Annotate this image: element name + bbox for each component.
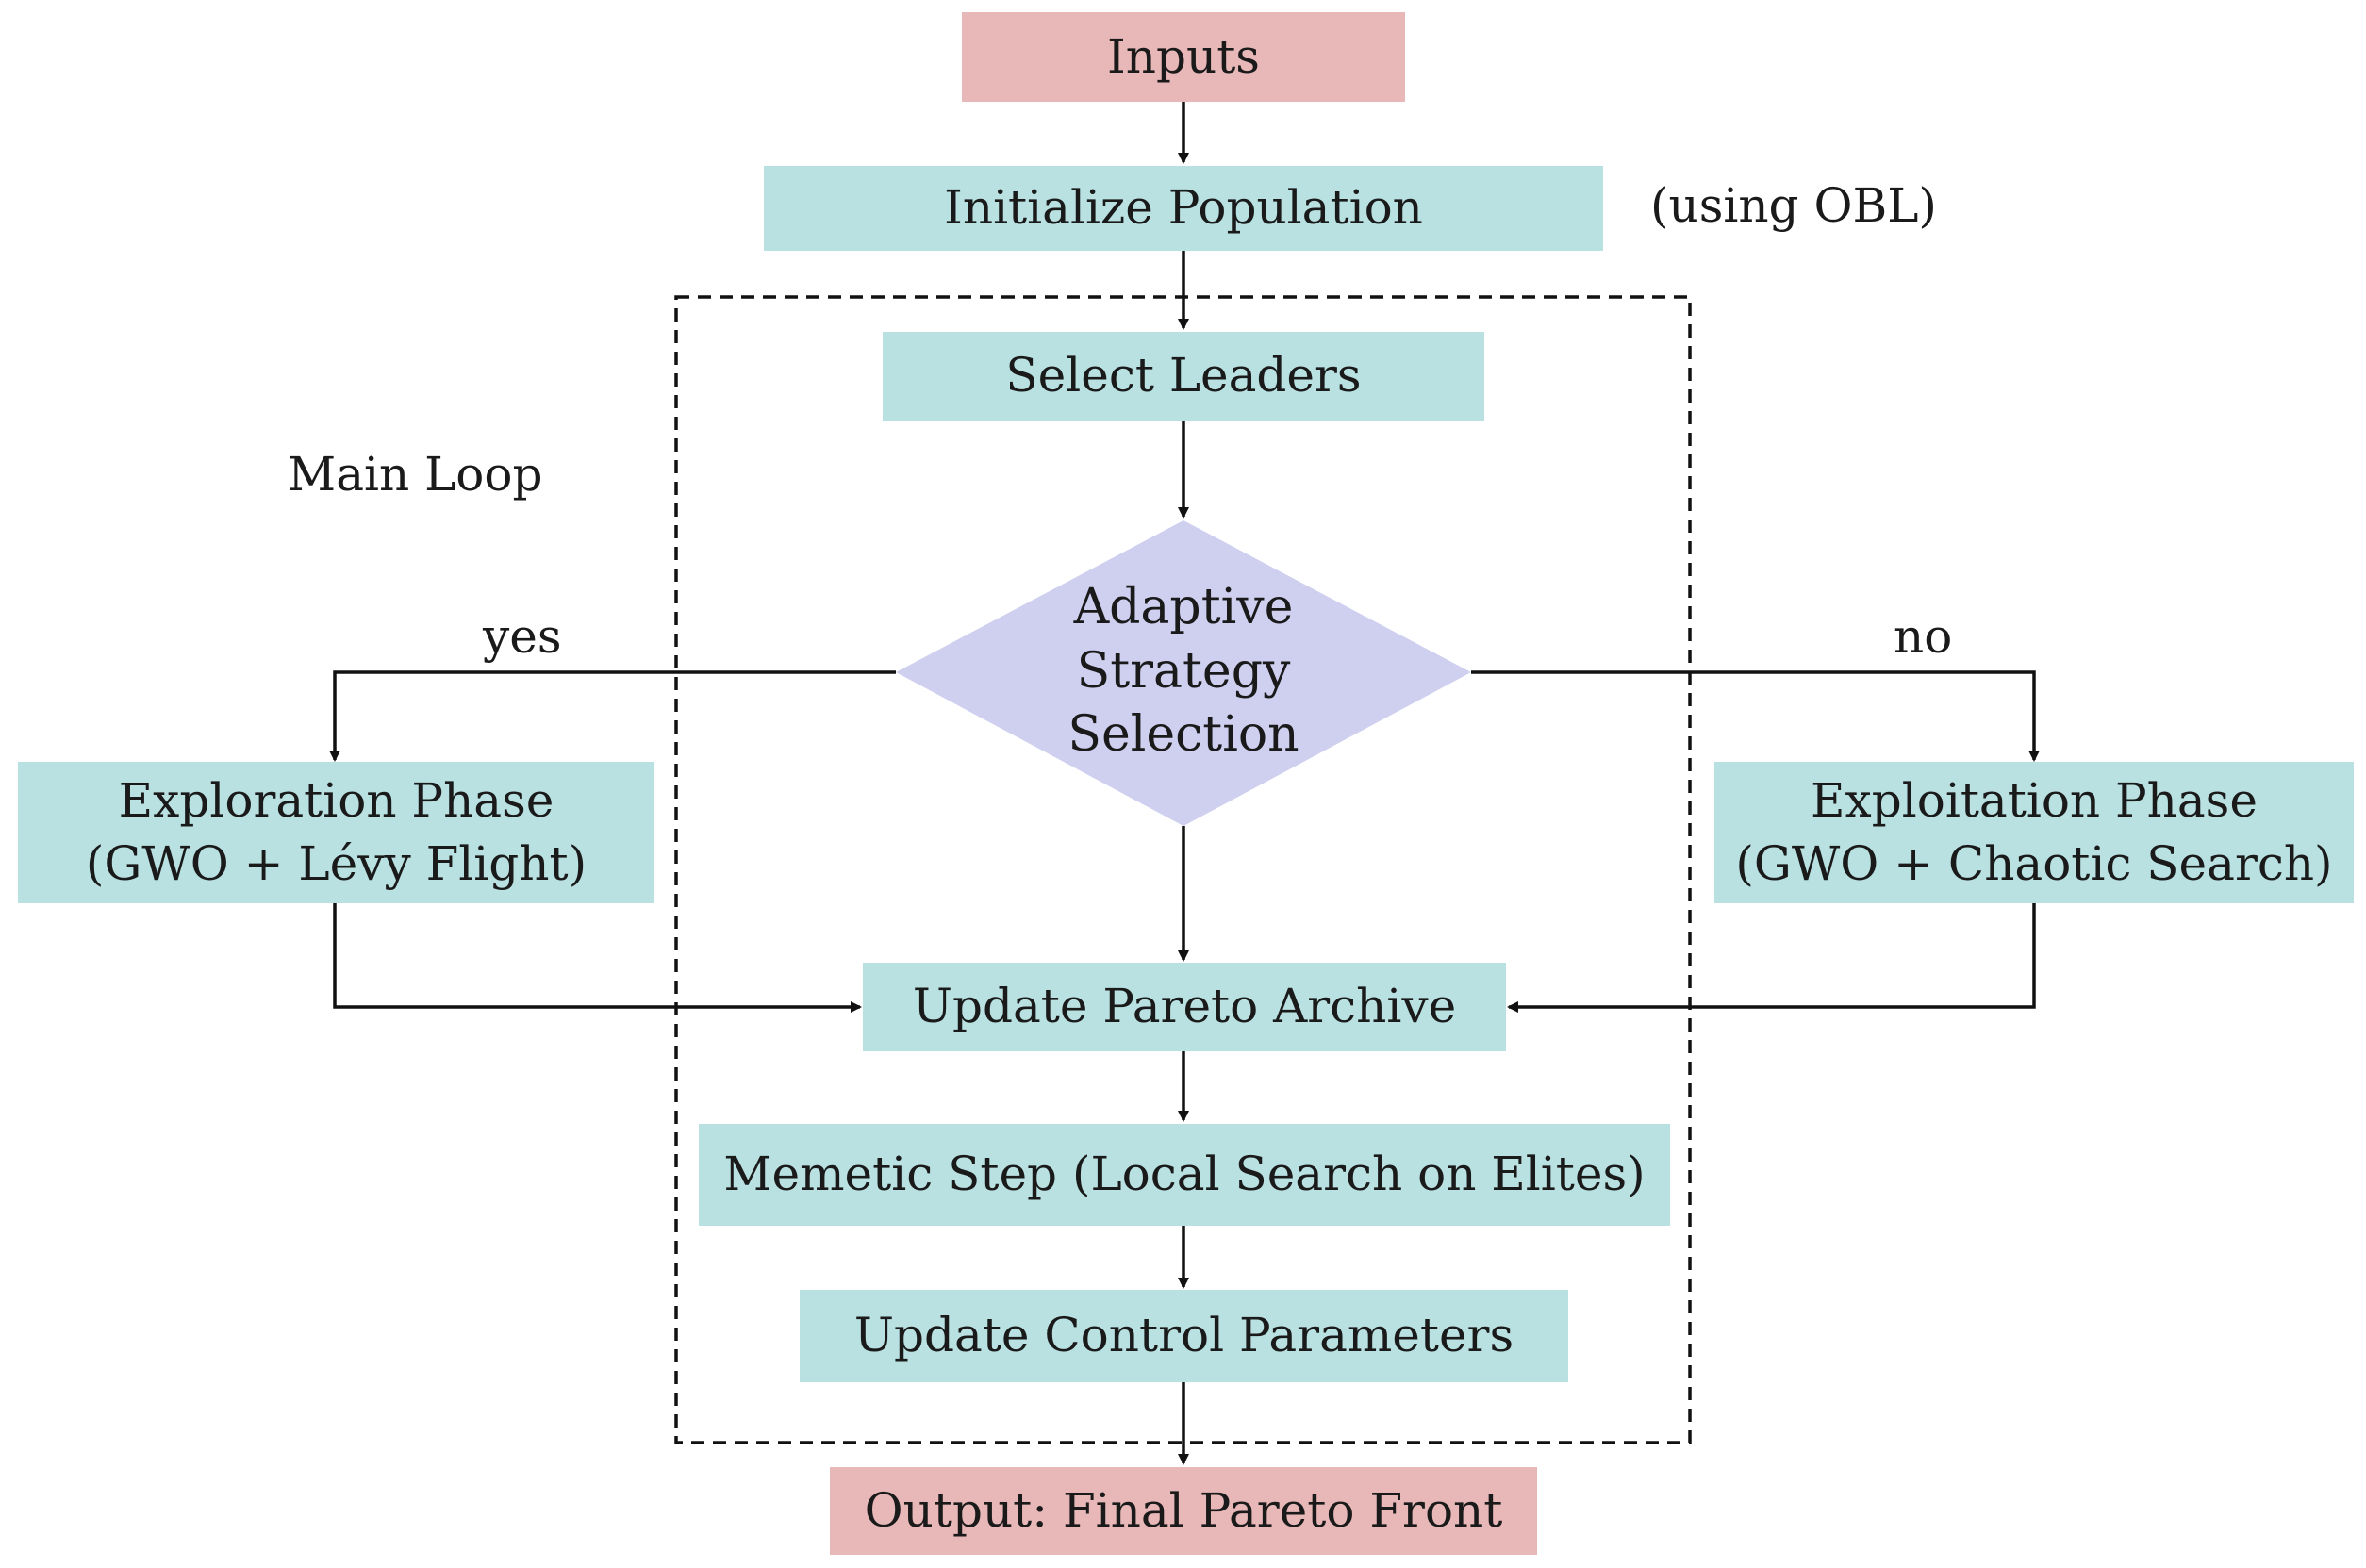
update-control-parameters-node: Update Control Parameters [800,1290,1568,1382]
no-label: no [1894,609,1953,664]
arrow-exploration-to-archive [333,903,862,1013]
decision-line-3: Selection [1067,706,1299,764]
yes-label: yes [483,609,562,664]
decision-diamond [896,520,1471,826]
output-node: Output: Final Pareto Front [830,1467,1537,1555]
select-leaders-node: Select Leaders [883,332,1484,421]
exploration-detail: (GWO + Lévy Flight) [85,836,587,891]
decision-label: Adaptive Strategy Selection [990,575,1377,768]
memetic-step-node: Memetic Step (Local Search on Elites) [699,1124,1670,1226]
exploration-phase-node: Exploration Phase (GWO + Lévy Flight) [18,762,654,903]
initialize-note: (using OBL) [1650,178,1937,233]
inputs-node: Inputs [962,12,1405,102]
decision-line-1: Adaptive [1073,579,1294,636]
initialize-population-node: Initialize Population [764,166,1603,251]
arrow-exploitation-to-archive [1507,903,2036,1013]
exploitation-detail: (GWO + Chaotic Search) [1735,836,2333,891]
exploration-title: Exploration Phase [118,772,554,828]
exploitation-phase-node: Exploitation Phase (GWO + Chaotic Search… [1714,762,2354,903]
decision-line-2: Strategy [1076,642,1291,700]
update-pareto-archive-node: Update Pareto Archive [863,963,1506,1051]
arrow-decision-to-exploitation [1471,670,2040,762]
main-loop-label: Main Loop [288,447,543,502]
exploitation-title: Exploitation Phase [1811,772,2258,828]
arrow-decision-to-exploration [329,670,896,762]
